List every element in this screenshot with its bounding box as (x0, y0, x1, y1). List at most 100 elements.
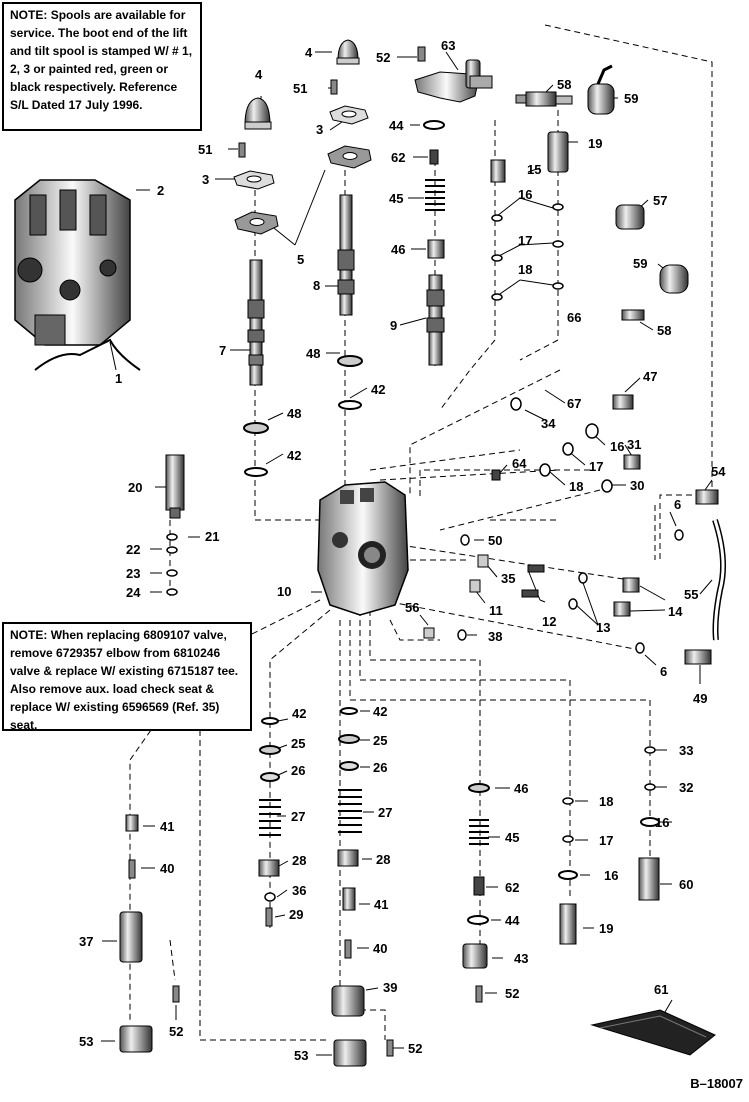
callout-16c: 16 (655, 815, 669, 830)
callout-43: 43 (514, 951, 528, 966)
callout-18b: 18 (569, 479, 583, 494)
note-label: NOTE: (10, 628, 48, 642)
callout-44a: 44 (389, 118, 404, 133)
callout-16b: 16 (610, 439, 624, 454)
valve-body-10 (317, 481, 409, 616)
callout-17b: 17 (589, 459, 603, 474)
callout-28a: 28 (292, 853, 306, 868)
callout-62a: 62 (391, 150, 405, 165)
callout-52d: 52 (505, 986, 519, 1001)
callout-25b: 25 (373, 733, 387, 748)
callout-27a: 27 (291, 809, 305, 824)
callout-26a: 26 (291, 763, 305, 778)
plate-5 (234, 145, 372, 235)
small-parts (119, 131, 689, 1067)
callout-42a: 42 (371, 382, 385, 397)
callout-24: 24 (126, 585, 141, 600)
callout-27b: 27 (378, 805, 392, 820)
callout-52a: 52 (376, 50, 390, 65)
callout-2: 2 (157, 183, 164, 198)
callout-51a: 51 (293, 81, 307, 96)
callout-38: 38 (488, 629, 502, 644)
callout-20: 20 (128, 480, 142, 495)
callout-12: 12 (542, 614, 556, 629)
valve-replacement-note: NOTE: When replacing 6809107 valve, remo… (2, 622, 252, 732)
spool-7 (247, 259, 265, 386)
callout-44b: 44 (505, 913, 520, 928)
callout-14: 14 (668, 604, 683, 619)
valve-assembly-1 (14, 179, 141, 371)
callout-4a: 4 (305, 45, 313, 60)
callout-59a: 59 (624, 91, 638, 106)
callout-50: 50 (488, 533, 502, 548)
callout-18c: 18 (599, 794, 613, 809)
note-text: Spools are available for service. The bo… (10, 8, 193, 112)
callout-21: 21 (205, 529, 219, 544)
spool-9 (426, 274, 445, 366)
callout-35: 35 (501, 571, 515, 586)
callout-64: 64 (512, 456, 527, 471)
callout-42b: 42 (287, 448, 301, 463)
callout-3b: 3 (202, 172, 209, 187)
callout-28b: 28 (376, 852, 390, 867)
callout-26b: 26 (373, 760, 387, 775)
callout-19b: 19 (599, 921, 613, 936)
callout-11: 11 (489, 603, 503, 618)
callout-25a: 25 (291, 736, 305, 751)
callout-1: 1 (115, 371, 122, 386)
cap-4-left (244, 97, 272, 130)
callout-30: 30 (630, 478, 644, 493)
callout-31: 31 (627, 437, 641, 452)
callout-8: 8 (313, 278, 320, 293)
callout-40a: 40 (160, 861, 174, 876)
valve-58-top (515, 91, 573, 107)
callout-23: 23 (126, 566, 140, 581)
callout-39: 39 (383, 980, 397, 995)
callout-61: 61 (654, 982, 668, 997)
seals (166, 120, 684, 925)
tube-55 (684, 489, 726, 665)
callout-52c: 52 (408, 1041, 422, 1056)
callout-15: 15 (527, 162, 541, 177)
callout-33: 33 (679, 743, 693, 758)
callout-57: 57 (653, 193, 667, 208)
callout-42d: 42 (373, 704, 387, 719)
mat-61 (590, 1009, 716, 1056)
callout-3a: 3 (316, 122, 323, 137)
callout-51b: 51 (198, 142, 212, 157)
callout-34: 34 (541, 416, 556, 431)
callout-4b: 4 (255, 67, 263, 82)
note-label: NOTE: (10, 8, 48, 22)
callout-10: 10 (277, 584, 291, 599)
callout-40b: 40 (373, 941, 387, 956)
spool-8 (337, 194, 355, 316)
callout-56: 56 (405, 600, 419, 615)
callout-7: 7 (219, 343, 226, 358)
callout-66: 66 (567, 310, 581, 325)
callout-46b: 46 (514, 781, 528, 796)
callout-53b: 53 (294, 1048, 308, 1063)
note-text: When replacing 6809107 valve, remove 672… (10, 628, 239, 732)
callout-22: 22 (126, 542, 140, 557)
elbow-63 (414, 46, 493, 103)
leader-lines (101, 51, 713, 1056)
callout-41b: 41 (374, 897, 388, 912)
callout-58b: 58 (657, 323, 671, 338)
callout-41a: 41 (160, 819, 174, 834)
callout-6b: 6 (660, 664, 667, 679)
callout-49: 49 (693, 691, 707, 706)
callout-18a: 18 (518, 262, 532, 277)
callout-16d: 16 (604, 868, 618, 883)
callout-59b: 59 (633, 256, 647, 271)
callout-42c: 42 (292, 706, 306, 721)
solenoid-59-top (587, 64, 615, 115)
callout-48b: 48 (287, 406, 301, 421)
callout-5: 5 (297, 252, 304, 267)
callout-9: 9 (390, 318, 397, 333)
callout-17c: 17 (599, 833, 613, 848)
callout-47: 47 (643, 369, 657, 384)
callout-58a: 58 (557, 77, 571, 92)
spool-service-note: NOTE: Spools are available for service. … (2, 2, 202, 131)
